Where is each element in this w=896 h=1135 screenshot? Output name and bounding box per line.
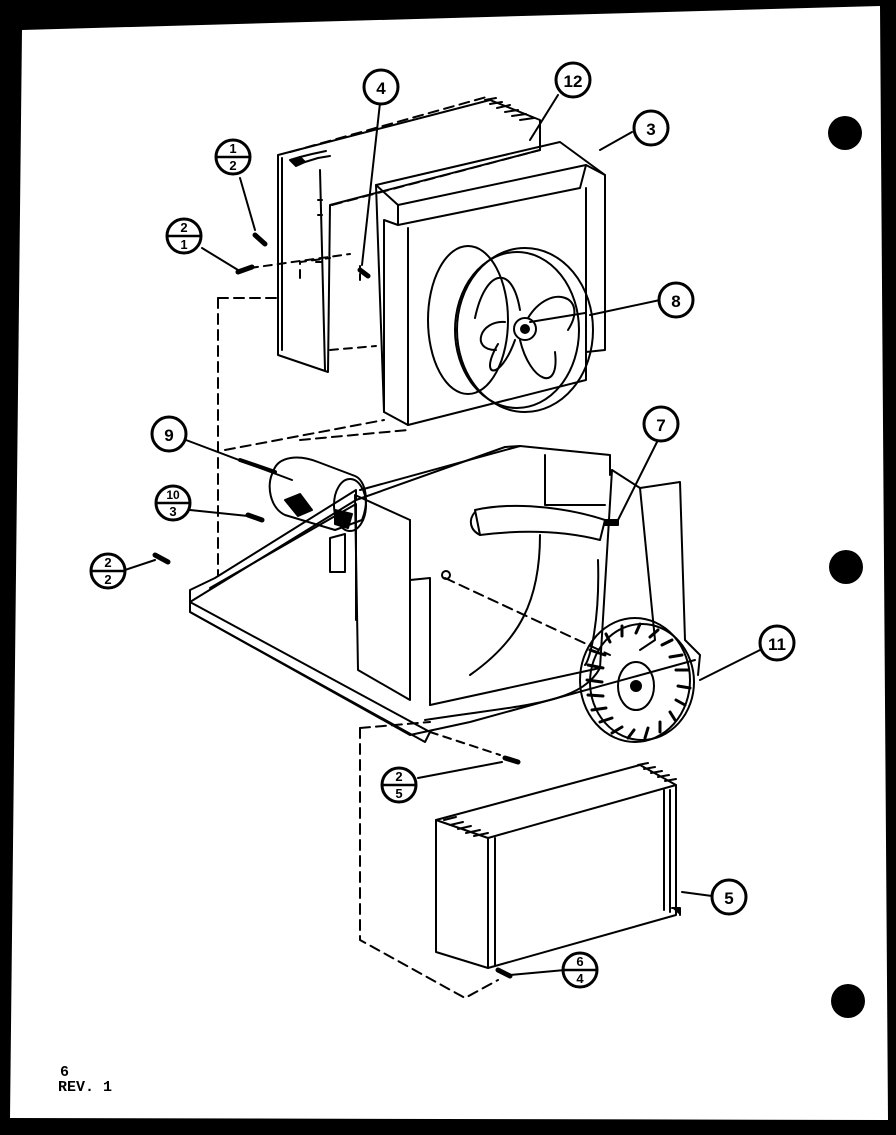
svg-text:4: 4 [576, 971, 584, 986]
fan-shroud [375, 141, 606, 426]
assembly-line [299, 257, 331, 279]
assembly-line [289, 95, 491, 153]
page-number: 6 [60, 1064, 70, 1081]
screw [495, 967, 513, 979]
callout-2-over-2: 2 2 [89, 552, 127, 590]
callout-5: 5 [710, 878, 748, 916]
callouts: 12 4 3 1 2 2 1 8 9 [89, 61, 796, 989]
svg-text:6: 6 [576, 954, 583, 969]
callout-7: 7 [642, 405, 680, 443]
svg-text:11: 11 [768, 635, 786, 654]
svg-text:12: 12 [564, 72, 583, 91]
assembly-line [329, 345, 377, 351]
svg-text:5: 5 [395, 786, 402, 801]
callout-9: 9 [150, 415, 188, 453]
screw [357, 267, 371, 279]
page-footer: 6 REV. 1 [58, 1065, 112, 1095]
registration-hole-icon [829, 550, 863, 584]
revision-label: REV. 1 [58, 1079, 113, 1096]
svg-text:8: 8 [671, 292, 680, 311]
callout-8: 8 [657, 281, 695, 319]
svg-text:1: 1 [180, 237, 187, 252]
svg-text:7: 7 [656, 416, 665, 435]
screw [252, 232, 268, 247]
svg-text:1: 1 [229, 141, 236, 156]
svg-text:4: 4 [376, 79, 386, 98]
callout-4: 4 [362, 68, 400, 106]
assembly-line [444, 577, 611, 656]
assembly-line [429, 731, 501, 756]
svg-text:2: 2 [104, 572, 111, 587]
assembly-line [359, 727, 499, 999]
registration-hole-icon [828, 116, 862, 150]
callout-10-over-3: 10 3 [154, 484, 192, 522]
svg-text:10: 10 [166, 488, 180, 502]
assembly-line [359, 721, 431, 729]
svg-text:2: 2 [395, 769, 402, 784]
svg-text:2: 2 [104, 555, 111, 570]
leader-lines [124, 94, 761, 976]
svg-text:5: 5 [724, 889, 733, 908]
assembly-line [331, 149, 541, 206]
svg-text:3: 3 [169, 504, 176, 519]
condenser-coil [435, 762, 681, 969]
screw [245, 512, 265, 523]
callout-12: 12 [554, 61, 592, 99]
registration-hole-icon [831, 984, 865, 1018]
svg-text:9: 9 [164, 426, 173, 445]
condenser-fan [427, 245, 594, 413]
blower-wheel [579, 617, 695, 743]
callout-1-over-2: 1 2 [214, 138, 252, 176]
base-pan [189, 445, 701, 743]
svg-text:3: 3 [646, 120, 655, 139]
svg-text:2: 2 [229, 158, 236, 173]
screw [152, 552, 171, 565]
assembly-line [224, 419, 385, 451]
callout-6-over-4: 6 4 [561, 951, 599, 989]
svg-text:2: 2 [180, 220, 187, 235]
screw [502, 755, 521, 765]
callout-11: 11 [758, 624, 796, 662]
callout-2-over-1: 2 1 [165, 217, 203, 255]
assembly-line [299, 429, 409, 441]
callout-2-over-5: 2 5 [380, 766, 418, 804]
callout-3: 3 [632, 109, 670, 147]
